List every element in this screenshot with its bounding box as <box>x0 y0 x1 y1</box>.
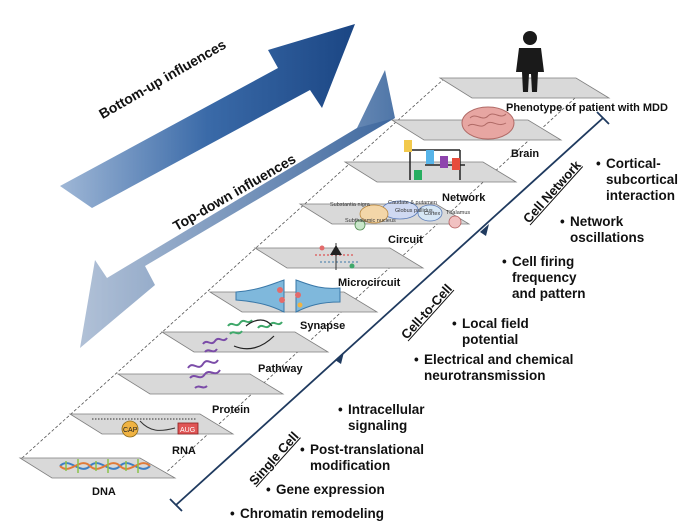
level-label-network: Network <box>442 192 486 204</box>
top-down-arrow <box>80 70 395 348</box>
rna-icon <box>92 418 199 438</box>
scale-segment-arrows <box>335 224 489 364</box>
level-label-dna: DNA <box>92 486 116 498</box>
circuit-label-thalamus: Thalamus <box>446 210 470 216</box>
plate-pathway <box>160 331 330 353</box>
level-label-protein: Protein <box>212 404 250 416</box>
circuit-label-substantia: Substantia nigra <box>330 202 371 208</box>
level-label-synapse: Synapse <box>300 320 346 332</box>
circuit-label-subthalamic: Subthalamic nucleus <box>345 218 396 224</box>
dna-helix-icon <box>59 459 151 473</box>
level-label-circuit: Circuit <box>388 234 423 246</box>
circuit-icon <box>354 200 462 231</box>
rna-cap-label: CAP <box>123 427 138 434</box>
level-label-brain: Brain <box>511 148 540 160</box>
stack-guides <box>21 77 576 479</box>
level-label-rna: RNA <box>172 445 196 457</box>
pathway-icon <box>202 319 283 353</box>
level-label-phenotype: Phenotype of patient with MDD <box>506 102 668 114</box>
circuit-label-caudate: Caudate & putamen <box>388 200 437 206</box>
network-icon <box>404 140 465 180</box>
person-silhouette-icon <box>516 31 544 92</box>
rna-aug-icon <box>177 422 199 435</box>
circuit-label-cortex: Cortex <box>424 211 440 217</box>
plate-network <box>343 161 518 183</box>
brain-icon <box>461 106 515 140</box>
circuit-label-globus: Globus pallidus <box>395 208 433 214</box>
rna-cap-icon <box>121 420 139 438</box>
plate-synapse <box>208 291 379 313</box>
scale-axis <box>169 111 610 512</box>
rna-aug-label: AUG <box>180 427 195 434</box>
circuit-labels: Substantia nigra Caudate & putamen Globu… <box>330 200 470 224</box>
plate-microcircuit <box>253 247 425 269</box>
level-label-pathway: Pathway <box>258 363 303 375</box>
plate-rna <box>68 413 235 435</box>
bullet-chromatin-remodeling: •Chromatin remodeling <box>230 506 385 521</box>
bottom-up-arrow <box>60 24 355 208</box>
microcircuit-icon <box>315 243 360 270</box>
level-label-microcircuit: Microcircuit <box>338 277 401 289</box>
synapse-icon <box>235 279 341 313</box>
bullet-gene-expression: •Gene expression <box>266 482 385 497</box>
protein-icon <box>187 359 221 389</box>
